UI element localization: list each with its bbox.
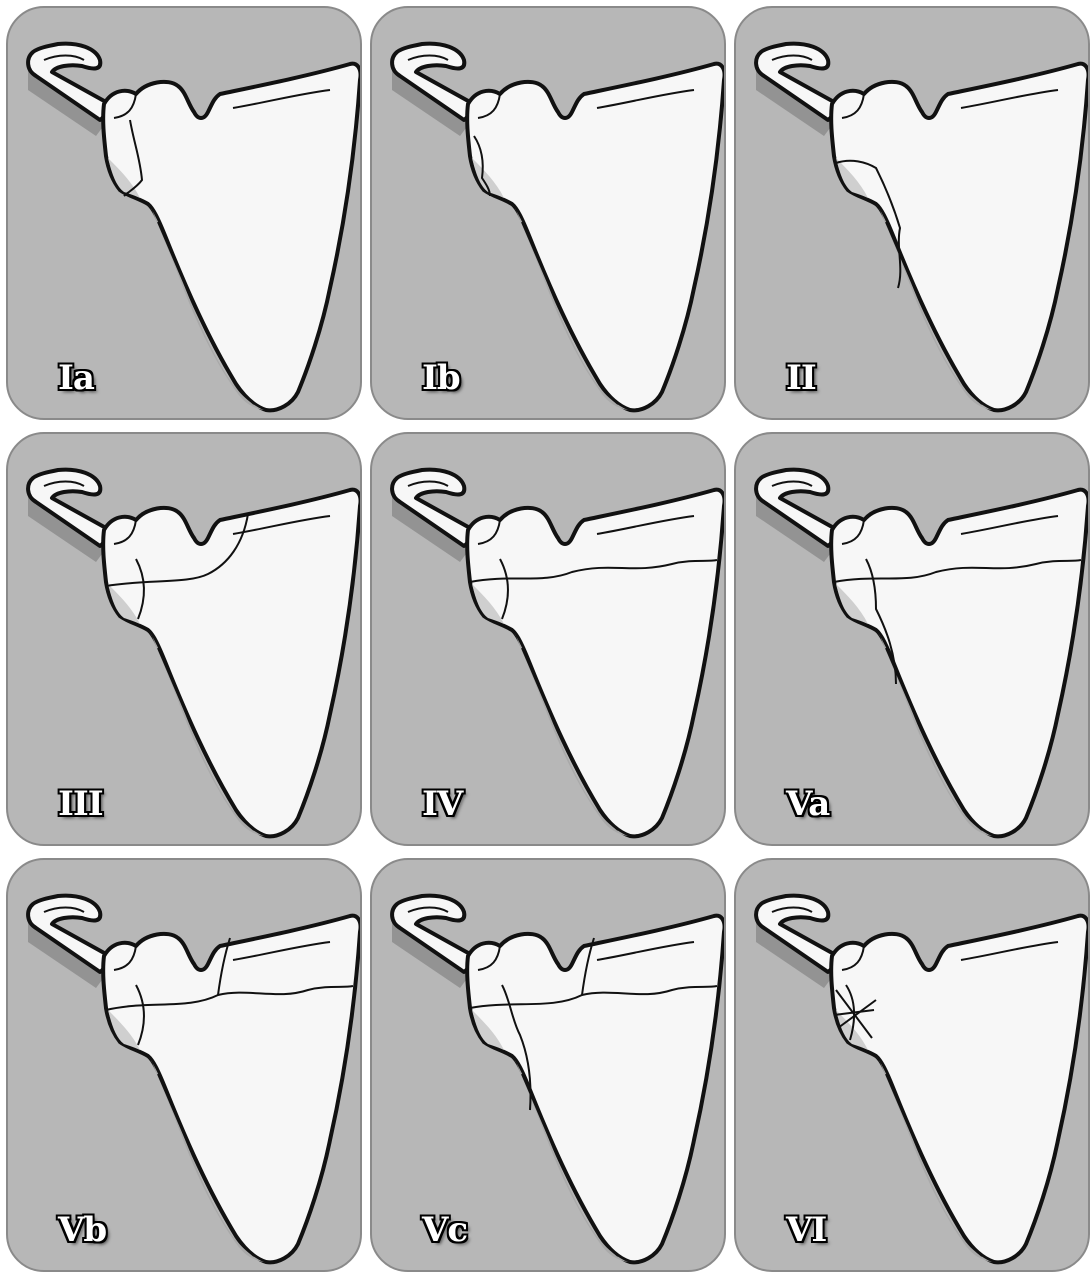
panel-iii: III (6, 432, 362, 846)
panel-vc: Vc (370, 858, 726, 1272)
panel-vi: VI (734, 858, 1090, 1272)
panel-label: IV (422, 787, 462, 821)
panel-label: Vc (422, 1213, 467, 1247)
panel-label: Ia (58, 361, 94, 395)
panel-ia: Ia (6, 6, 362, 420)
panel-label: Va (786, 787, 829, 821)
panel-label: Ib (422, 361, 460, 395)
panel-vb: Vb (6, 858, 362, 1272)
panel-label: Vb (58, 1213, 106, 1247)
panel-label: III (58, 787, 103, 821)
panel-ii: II (734, 6, 1090, 420)
panel-ib: Ib (370, 6, 726, 420)
panel-va: Va (734, 432, 1090, 846)
panel-iv: IV (370, 432, 726, 846)
panel-label: II (786, 361, 816, 395)
panel-label: VI (786, 1213, 826, 1247)
